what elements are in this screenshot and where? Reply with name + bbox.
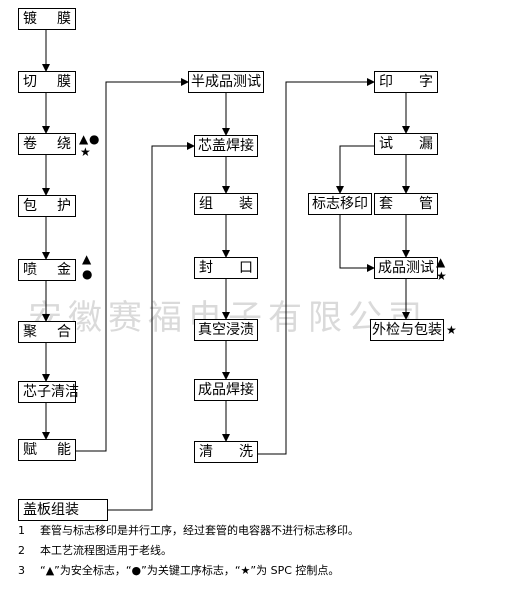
step-polymerization-label-a: 聚 [23, 324, 37, 340]
step-product-welding-label: 成品焊接 [198, 382, 254, 398]
step-film-cutting: 切膜 [18, 71, 76, 93]
step-sleeving: 套管 [374, 193, 438, 215]
step-winding-label-b: 绕 [57, 136, 71, 152]
step-polymerization: 聚合 [18, 321, 76, 343]
step-leak-test-label-b: 漏 [419, 136, 433, 152]
step-assembly: 组装 [194, 193, 258, 215]
step-coating-label-b: 膜 [57, 11, 71, 27]
note-number: 2 [18, 544, 25, 557]
step-energizing-label-b: 能 [57, 442, 71, 458]
step-vacuum-impregnation-label: 真空浸渍 [198, 322, 254, 338]
notes: 1 套管与标志移印是并行工序，经过套管的电容器不进行标志移印。 2 本工艺流程图适用… [18, 521, 359, 581]
step-semi-product-test-label: 半成品测试 [191, 74, 261, 90]
note-line: 1 套管与标志移印是并行工序，经过套管的电容器不进行标志移印。 [18, 521, 359, 541]
step-metal-spraying: 喷金 [18, 259, 76, 281]
step-semi-product-test: 半成品测试 [188, 71, 264, 93]
note-text: 套管与标志移印是并行工序，经过套管的电容器不进行标志移印。 [40, 524, 359, 537]
step-core-cover-welding-label: 芯盖焊接 [198, 138, 254, 154]
note-line: 3 “▲”为安全标志，“●”为关键工序标志，“★”为 SPC 控制点。 [18, 561, 359, 581]
step-metal-spraying-label-b: 金 [57, 262, 71, 278]
step-leak-test-label-a: 试 [379, 136, 393, 152]
step-cover-assembly: 盖板组装 [18, 499, 108, 521]
note-line: 2 本工艺流程图适用于老线。 [18, 541, 359, 561]
step-printing-label-b: 字 [419, 74, 433, 90]
step-final-test-label: 成品测试 [378, 260, 434, 276]
step-wrapping-label-b: 护 [57, 198, 71, 214]
step-winding: 卷绕 [18, 133, 76, 155]
key-process-symbol: ● [89, 132, 100, 146]
step-coating-label-a: 镀 [23, 11, 37, 27]
step-printing: 印字 [374, 71, 438, 93]
step-printing-label-a: 印 [379, 74, 393, 90]
step-wrapping-label-a: 包 [23, 198, 37, 214]
step-sleeving-label-a: 套 [379, 196, 393, 212]
step-vacuum-impregnation: 真空浸渍 [194, 319, 258, 341]
step-sealing-label-b: 口 [239, 260, 253, 276]
step-washing: 清洗 [194, 441, 258, 463]
step-energizing-label-a: 赋 [23, 442, 37, 458]
step-core-cleaning-label: 芯子清洁 [23, 384, 79, 400]
step-mark-pad-printing-label: 标志移印 [312, 196, 368, 212]
note-text: “▲”为安全标志，“●”为关键工序标志，“★”为 SPC 控制点。 [40, 564, 340, 577]
step-mark-pad-printing: 标志移印 [308, 193, 372, 215]
step-leak-test: 试漏 [374, 133, 438, 155]
step-film-cutting-label-a: 切 [23, 74, 37, 90]
key-process-symbol: ● [82, 267, 93, 281]
step-assembly-label-b: 装 [239, 196, 253, 212]
step-metal-spraying-label-a: 喷 [23, 262, 37, 278]
step-winding-label-a: 卷 [23, 136, 37, 152]
step-sealing: 封口 [194, 257, 258, 279]
step-wrapping: 包护 [18, 195, 76, 217]
step-product-welding: 成品焊接 [194, 379, 258, 401]
spc-symbol: ★ [446, 323, 457, 337]
spc-symbol: ★ [80, 145, 91, 159]
step-washing-label-a: 清 [199, 444, 213, 460]
safety-symbol: ▲ [436, 255, 446, 269]
note-number: 3 [18, 564, 25, 577]
note-number: 1 [18, 524, 25, 537]
safety-symbol: ▲ [82, 252, 92, 266]
step-core-cleaning: 芯子清洁 [18, 381, 79, 403]
step-final-test: 成品测试 [374, 257, 438, 279]
safety-symbol: ▲ [79, 132, 89, 146]
step-film-cutting-label-b: 膜 [57, 74, 71, 90]
step-assembly-label-a: 组 [199, 196, 213, 212]
step-inspection-packing: 外检与包装 [370, 319, 444, 341]
step-coating: 镀膜 [18, 8, 76, 30]
step-core-cover-welding: 芯盖焊接 [194, 135, 258, 157]
step-polymerization-label-b: 合 [57, 324, 71, 340]
spc-symbol: ★ [436, 269, 447, 283]
step-washing-label-b: 洗 [239, 444, 253, 460]
step-sealing-label-a: 封 [199, 260, 213, 276]
step-sleeving-label-b: 管 [419, 196, 433, 212]
step-inspection-packing-label: 外检与包装 [372, 322, 442, 338]
step-energizing: 赋能 [18, 439, 76, 461]
step-cover-assembly-label: 盖板组装 [23, 502, 79, 518]
note-text: 本工艺流程图适用于老线。 [40, 544, 172, 557]
